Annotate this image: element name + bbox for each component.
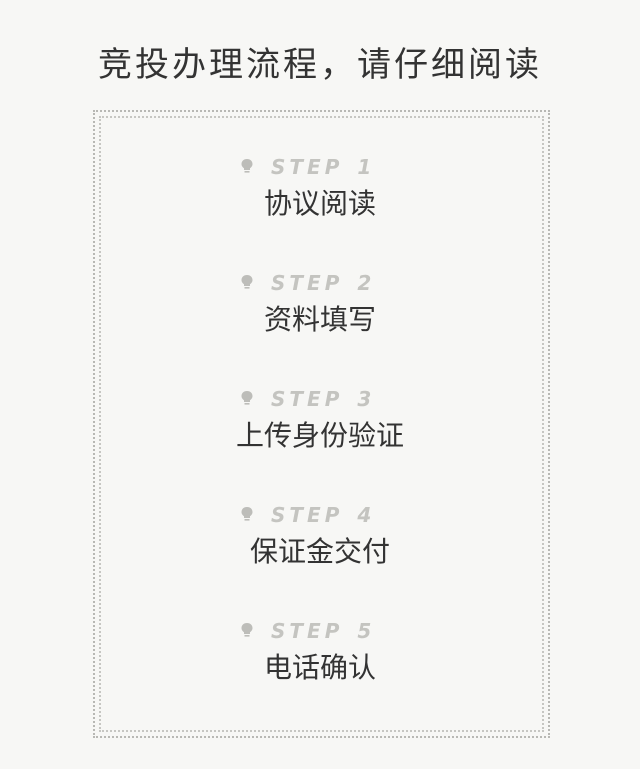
- step-number: 4: [357, 503, 376, 527]
- step-number: 1: [357, 155, 376, 179]
- lightbulb-icon: [241, 275, 253, 289]
- step-3-header: STEP 3: [0, 388, 640, 410]
- step-label: STEP: [271, 619, 344, 643]
- step-3-title: 上传身份验证: [235, 419, 404, 452]
- step-label: STEP: [271, 271, 344, 295]
- step-4: STEP 4 保证金交付: [0, 504, 640, 584]
- step-1: STEP 1 协议阅读: [0, 156, 640, 236]
- page-title: 竞投办理流程，请仔细阅读: [98, 45, 542, 85]
- step-5-header: STEP 5: [0, 620, 640, 642]
- step-number: 3: [357, 387, 376, 411]
- step-1-header: STEP 1: [0, 156, 640, 178]
- step-4-tag: STEP 4: [271, 504, 375, 526]
- step-2-tag: STEP 2: [271, 272, 375, 294]
- step-5: STEP 5 电话确认: [0, 620, 640, 700]
- steps-frame: [93, 110, 550, 738]
- step-1-tag: STEP 1: [271, 156, 375, 178]
- step-4-title: 保证金交付: [249, 535, 390, 568]
- step-label: STEP: [271, 387, 344, 411]
- step-5-tag: STEP 5: [271, 620, 375, 642]
- steps-frame-inner-border: [99, 116, 544, 732]
- lightbulb-icon: [241, 507, 253, 521]
- step-label: STEP: [271, 503, 344, 527]
- lightbulb-icon: [241, 391, 253, 405]
- step-1-title: 协议阅读: [263, 187, 376, 220]
- lightbulb-icon: [241, 623, 253, 637]
- step-3: STEP 3 上传身份验证: [0, 388, 640, 468]
- step-5-title: 电话确认: [263, 651, 376, 684]
- step-number: 5: [357, 619, 376, 643]
- step-2-header: STEP 2: [0, 272, 640, 294]
- step-number: 2: [357, 271, 376, 295]
- step-2: STEP 2 资料填写: [0, 272, 640, 352]
- step-2-title: 资料填写: [263, 303, 376, 336]
- step-3-tag: STEP 3: [271, 388, 375, 410]
- step-4-header: STEP 4: [0, 504, 640, 526]
- lightbulb-icon: [241, 159, 253, 173]
- step-label: STEP: [271, 155, 344, 179]
